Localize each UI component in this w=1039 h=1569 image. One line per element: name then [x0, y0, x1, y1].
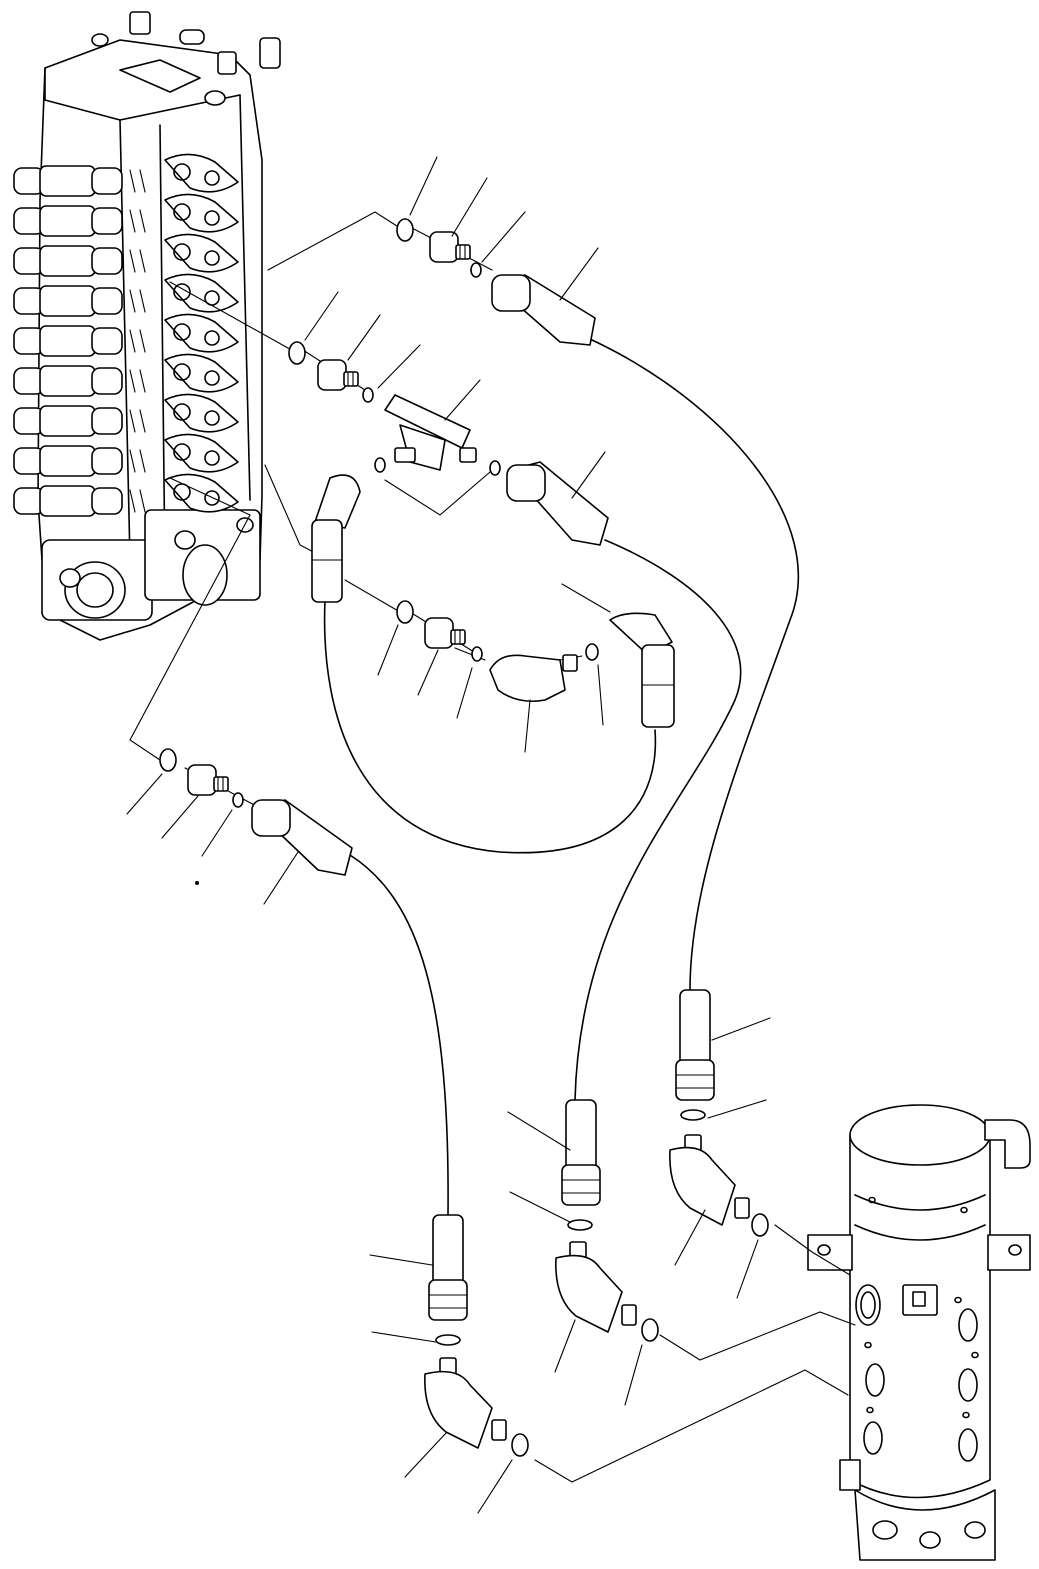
o-ring-flat — [568, 1220, 592, 1230]
valve-side-ports — [165, 154, 238, 511]
hose-coupling-elbow — [610, 613, 674, 727]
port-dot — [869, 1198, 875, 1203]
o-ring — [642, 1319, 658, 1341]
hose-b — [575, 540, 741, 1100]
port-boss — [165, 234, 238, 271]
port-dot — [955, 1298, 961, 1303]
hose-coupling-straight — [507, 462, 608, 545]
hose-lines — [325, 340, 799, 1215]
port-boss — [165, 394, 238, 431]
o-ring — [160, 749, 176, 771]
o-ring-small — [363, 388, 373, 402]
callout-leaders — [127, 157, 770, 1513]
hose-coupling-elbow — [312, 475, 360, 602]
o-ring-flat — [436, 1335, 460, 1345]
spool-plug — [14, 366, 145, 396]
hose-d — [350, 855, 448, 1215]
spool-plug — [14, 326, 145, 356]
o-ring — [289, 342, 305, 364]
spool-plug — [14, 406, 145, 436]
o-ring — [586, 644, 598, 660]
o-ring-small — [375, 458, 385, 472]
port-dot — [963, 1413, 969, 1418]
swivel-joint-small-ports — [865, 1198, 978, 1418]
tee-fitting — [385, 395, 476, 470]
o-ring — [397, 601, 413, 623]
port-boss — [165, 194, 238, 231]
adapter — [430, 232, 470, 262]
valve-spool-plugs — [14, 166, 145, 516]
swivel-joint — [808, 1105, 1030, 1560]
hose-c — [325, 600, 656, 853]
o-ring — [397, 219, 413, 241]
o-ring — [752, 1214, 768, 1236]
port-boss — [165, 154, 238, 191]
port-dot — [867, 1408, 873, 1413]
hose-coupling-straight — [492, 275, 595, 345]
spool-plug — [14, 246, 145, 276]
adapter — [318, 360, 358, 390]
adapter — [188, 765, 228, 795]
adapter — [425, 618, 465, 648]
port-boss — [165, 354, 238, 391]
fittings — [160, 219, 768, 1456]
spool-plug — [14, 486, 145, 516]
hose-a — [592, 340, 798, 990]
elbow-fitting — [490, 655, 577, 701]
leader-lines — [130, 212, 855, 1482]
o-ring-small — [471, 263, 481, 277]
port-dot — [865, 1343, 871, 1348]
port-boss — [165, 434, 238, 471]
spool-plug — [14, 166, 145, 196]
spool-plug — [14, 286, 145, 316]
port-boss — [165, 274, 238, 311]
o-ring — [512, 1434, 528, 1456]
spool-plug — [14, 206, 145, 236]
port-dot — [972, 1353, 978, 1358]
port-boss — [165, 314, 238, 351]
hose-coupling-vertical — [429, 1215, 467, 1320]
elbow-fitting — [425, 1358, 506, 1448]
o-ring-small — [472, 647, 482, 661]
elbow-fitting — [670, 1135, 749, 1225]
hose-coupling-vertical — [676, 990, 714, 1100]
port-dot — [961, 1208, 967, 1213]
elbow-fitting — [556, 1242, 636, 1332]
o-ring-small — [233, 793, 243, 807]
o-ring-small — [490, 461, 500, 475]
hose-coupling-vertical — [562, 1100, 600, 1205]
hose-coupling-straight — [252, 800, 352, 875]
o-ring-flat — [681, 1110, 705, 1120]
spool-plug — [14, 446, 145, 476]
